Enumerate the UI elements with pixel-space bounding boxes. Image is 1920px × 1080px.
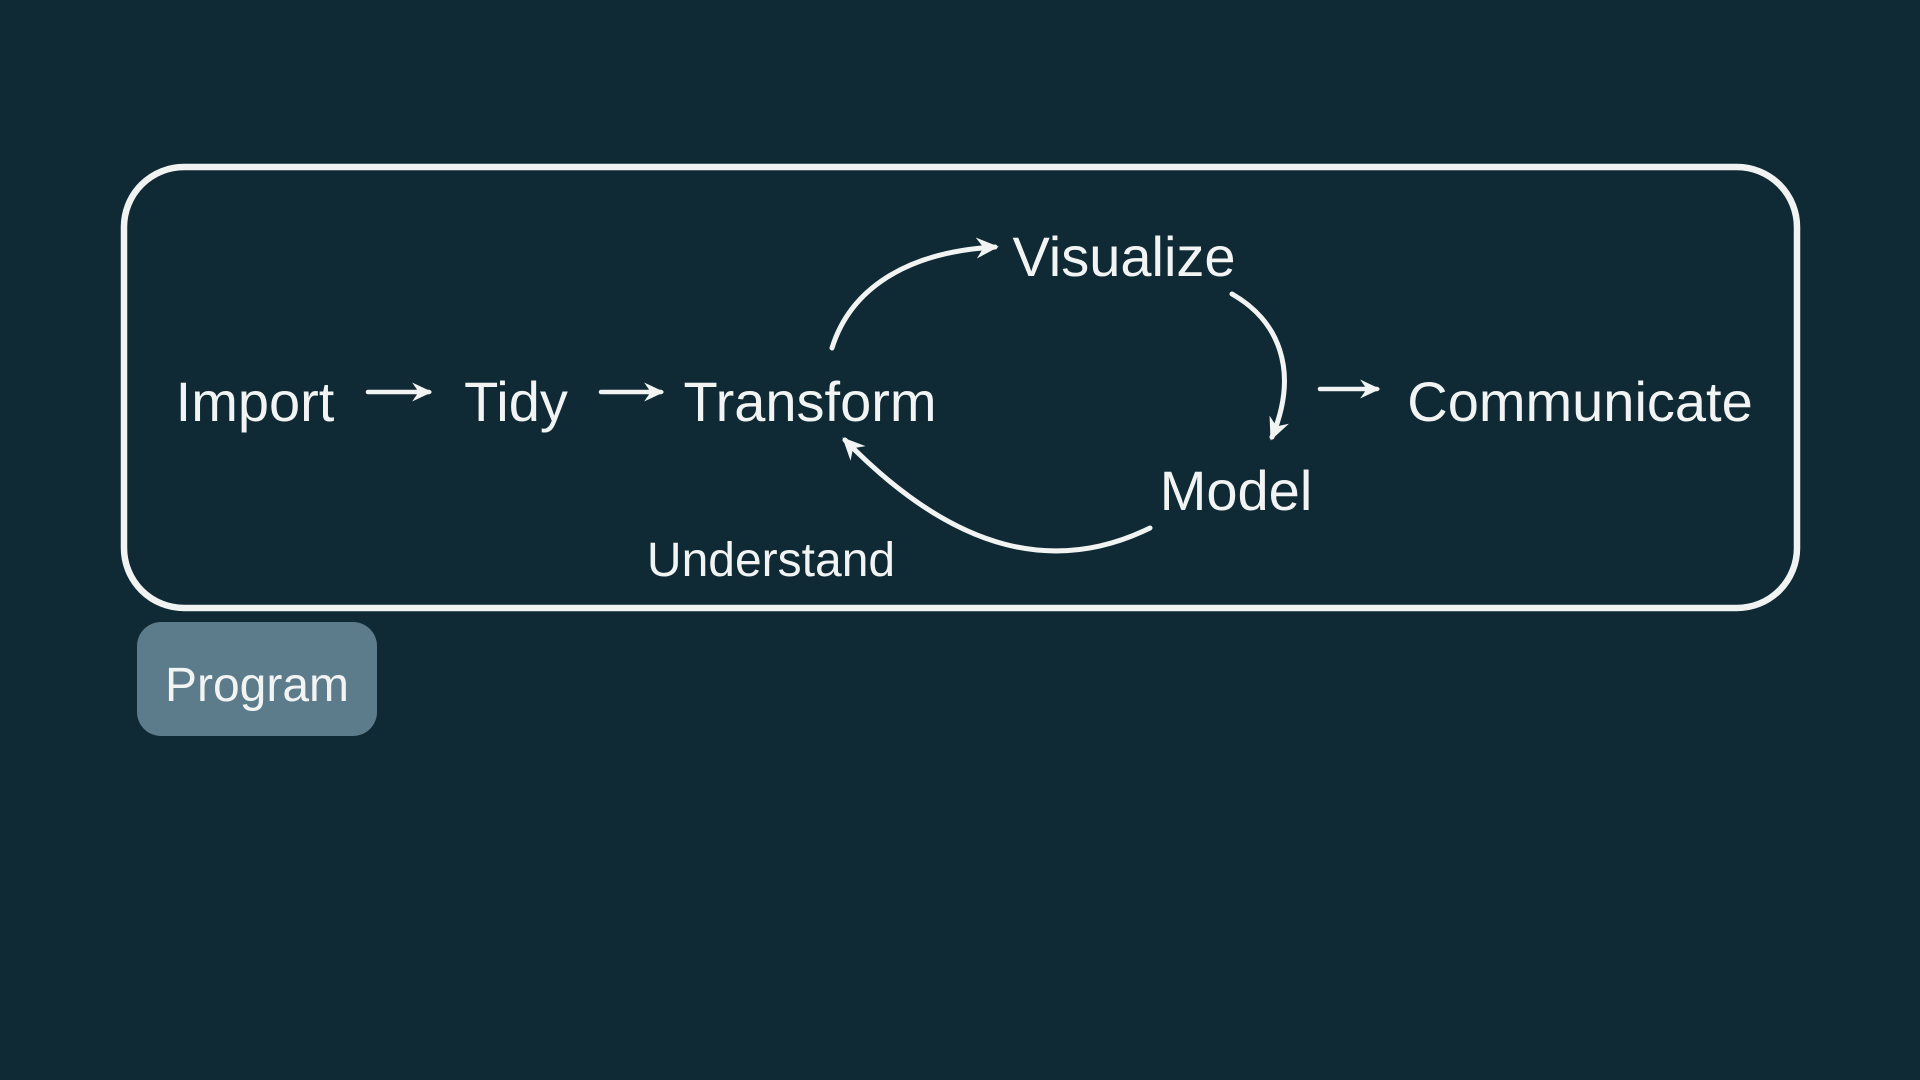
program-box: [137, 622, 377, 736]
label-understand: Understand: [647, 534, 895, 587]
node-communicate: Communicate: [1407, 370, 1752, 433]
node-transform: Transform: [683, 370, 936, 433]
arrow-transform-visualize: [829, 237, 999, 351]
arrow-model-transform: [842, 437, 1153, 554]
label-program: Program: [165, 659, 349, 712]
workflow-outline-box: [120, 163, 1801, 612]
node-import: Import: [176, 370, 335, 433]
node-visualize: Visualize: [1012, 225, 1235, 288]
arrow-visualize-model: [1229, 291, 1289, 441]
node-model: Model: [1160, 459, 1313, 522]
node-tidy: Tidy: [464, 370, 568, 433]
program-group: Program: [137, 622, 377, 736]
